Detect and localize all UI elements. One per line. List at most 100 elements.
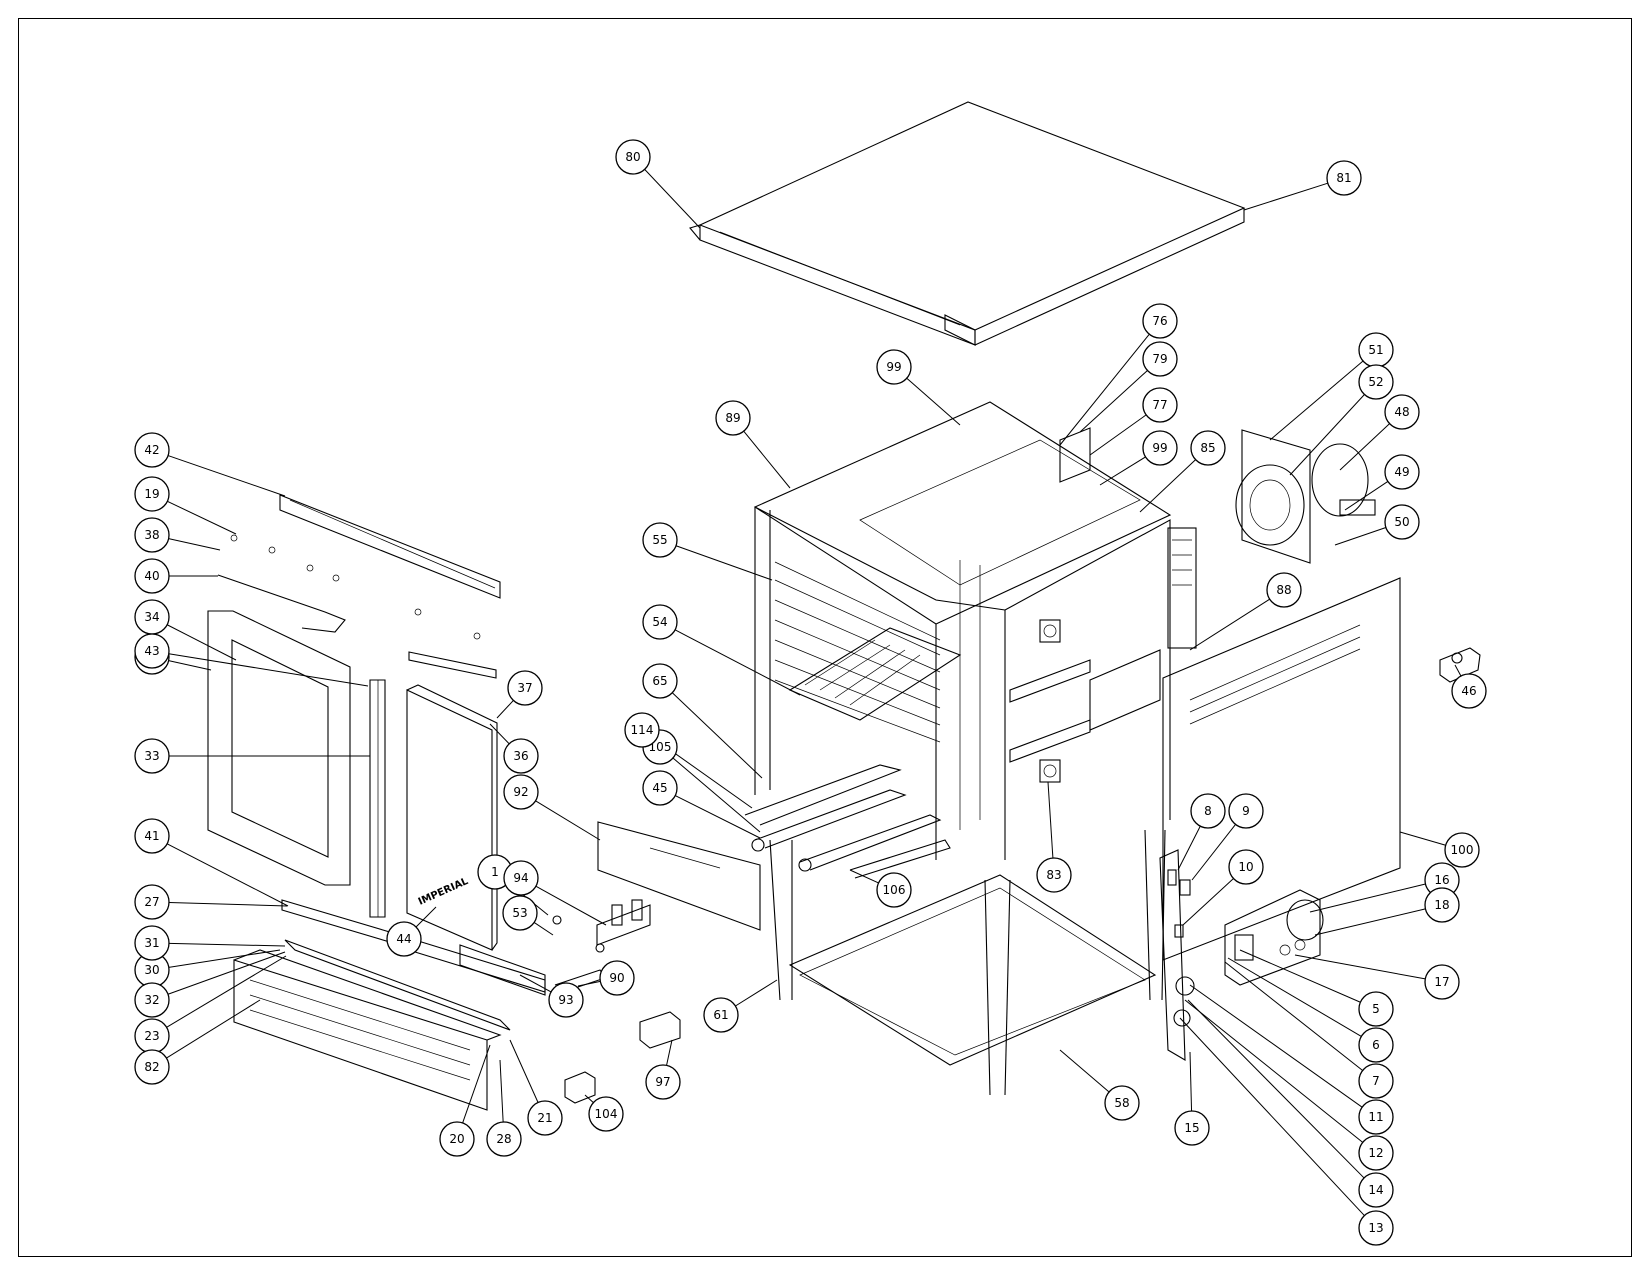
callout-label: 46 bbox=[1461, 684, 1476, 698]
callout-106: 106 bbox=[876, 872, 912, 908]
callout-bubble bbox=[134, 517, 170, 553]
callout-label: 65 bbox=[652, 674, 667, 688]
callout-label: 32 bbox=[144, 993, 159, 1007]
leader-line-79 bbox=[1079, 370, 1148, 433]
callout-bubble bbox=[503, 860, 539, 896]
leader-line-45 bbox=[674, 795, 761, 839]
callout-label: 106 bbox=[883, 883, 906, 897]
callout-label: 97 bbox=[655, 1075, 670, 1089]
callout-label: 50 bbox=[1394, 515, 1409, 529]
callout-11: 11 bbox=[1358, 1099, 1394, 1135]
callout-46: 46 bbox=[1451, 673, 1487, 709]
leader-line-35 bbox=[168, 660, 212, 671]
callout-27: 27 bbox=[134, 884, 170, 920]
leader-line-83 bbox=[1047, 781, 1054, 859]
callout-97: 97 bbox=[645, 1064, 681, 1100]
callout-label: 13 bbox=[1368, 1221, 1383, 1235]
callout-85: 85 bbox=[1190, 430, 1226, 466]
blower-assembly bbox=[1235, 429, 1376, 564]
leader-line-16 bbox=[1309, 883, 1426, 913]
callout-bubble bbox=[1358, 1210, 1394, 1246]
callout-label: 41 bbox=[144, 829, 159, 843]
callout-label: 33 bbox=[144, 749, 159, 763]
callout-bubble bbox=[1424, 887, 1460, 923]
callout-bubble bbox=[134, 738, 170, 774]
callout-label: 14 bbox=[1368, 1183, 1383, 1197]
callout-31: 31 bbox=[134, 925, 170, 961]
callout-label: 114 bbox=[631, 723, 654, 737]
callout-bubble bbox=[642, 663, 678, 699]
leader-line-55 bbox=[675, 545, 773, 581]
callout-bubble bbox=[642, 522, 678, 558]
leader-line-94 bbox=[535, 885, 607, 926]
callout-76: 76 bbox=[1142, 303, 1178, 339]
leader-line-105 bbox=[672, 757, 761, 833]
callout-label: 19 bbox=[144, 487, 159, 501]
callout-23: 23 bbox=[134, 1018, 170, 1054]
leader-line-46 bbox=[1454, 664, 1462, 677]
callout-42: 42 bbox=[134, 432, 170, 468]
leader-line-80 bbox=[644, 169, 701, 229]
callout-label: 38 bbox=[144, 528, 159, 542]
leader-line-88 bbox=[1189, 598, 1270, 651]
callout-40: 40 bbox=[134, 558, 170, 594]
leader-line-42 bbox=[167, 455, 286, 497]
callout-label: 99 bbox=[1152, 441, 1167, 455]
callout-label: 42 bbox=[144, 443, 159, 457]
callout-bubble bbox=[134, 476, 170, 512]
door-panel: IMPERIAL bbox=[406, 684, 498, 951]
callout-bubble bbox=[1358, 1063, 1394, 1099]
callout-bubble bbox=[439, 1121, 475, 1157]
callout-83: 83 bbox=[1036, 857, 1072, 893]
callout-label: 43 bbox=[144, 644, 159, 658]
callout-77: 77 bbox=[1142, 387, 1178, 423]
callout-82: 82 bbox=[134, 1049, 170, 1085]
callout-bubble bbox=[527, 1100, 563, 1136]
callout-bubble bbox=[1142, 303, 1178, 339]
callout-label: 83 bbox=[1046, 868, 1061, 882]
control-components bbox=[1224, 889, 1324, 986]
callout-label: 77 bbox=[1152, 398, 1167, 412]
callout-7: 7 bbox=[1358, 1063, 1394, 1099]
drawing-border bbox=[18, 18, 1632, 1257]
leader-line-53 bbox=[533, 922, 554, 936]
leader-line-6 bbox=[1227, 957, 1362, 1037]
callout-label: 45 bbox=[652, 781, 667, 795]
callout-label: 10 bbox=[1238, 860, 1253, 874]
callout-21: 21 bbox=[527, 1100, 563, 1136]
callout-bubble bbox=[876, 349, 912, 385]
callout-bubble bbox=[645, 1064, 681, 1100]
callout-114: 114 bbox=[624, 712, 660, 748]
callout-bubble bbox=[1384, 504, 1420, 540]
leader-line-50 bbox=[1334, 527, 1387, 546]
leader-line-93 bbox=[519, 974, 552, 993]
control-panel bbox=[1159, 849, 1195, 1061]
callout-label: 16 bbox=[1434, 873, 1449, 887]
base-stand bbox=[769, 829, 1166, 1096]
callout-20: 20 bbox=[439, 1121, 475, 1157]
callout-label: 79 bbox=[1152, 352, 1167, 366]
callout-88: 88 bbox=[1266, 572, 1302, 608]
callout-label: 80 bbox=[625, 150, 640, 164]
callout-label: 6 bbox=[1372, 1038, 1380, 1052]
leader-line-54 bbox=[674, 629, 801, 696]
callout-label: 55 bbox=[652, 533, 667, 547]
leader-line-5 bbox=[1239, 949, 1361, 1003]
callout-label: 40 bbox=[144, 569, 159, 583]
leader-line-8 bbox=[1177, 825, 1201, 871]
callout-79: 79 bbox=[1142, 341, 1178, 377]
callout-label: 5 bbox=[1372, 1002, 1380, 1016]
transformer-component bbox=[564, 1071, 596, 1104]
callout-16: 16 bbox=[1424, 862, 1460, 898]
callout-label: 9 bbox=[1242, 804, 1250, 818]
callout-6: 6 bbox=[1358, 1027, 1394, 1063]
callout-label: 11 bbox=[1368, 1110, 1383, 1124]
callout-bubble bbox=[134, 432, 170, 468]
leader-line-100 bbox=[1399, 831, 1446, 846]
callout-label: 28 bbox=[496, 1132, 511, 1146]
callout-bubble bbox=[642, 604, 678, 640]
callout-34: 34 bbox=[134, 599, 170, 635]
callout-label: 54 bbox=[652, 615, 667, 629]
leader-line-21 bbox=[509, 1039, 539, 1103]
